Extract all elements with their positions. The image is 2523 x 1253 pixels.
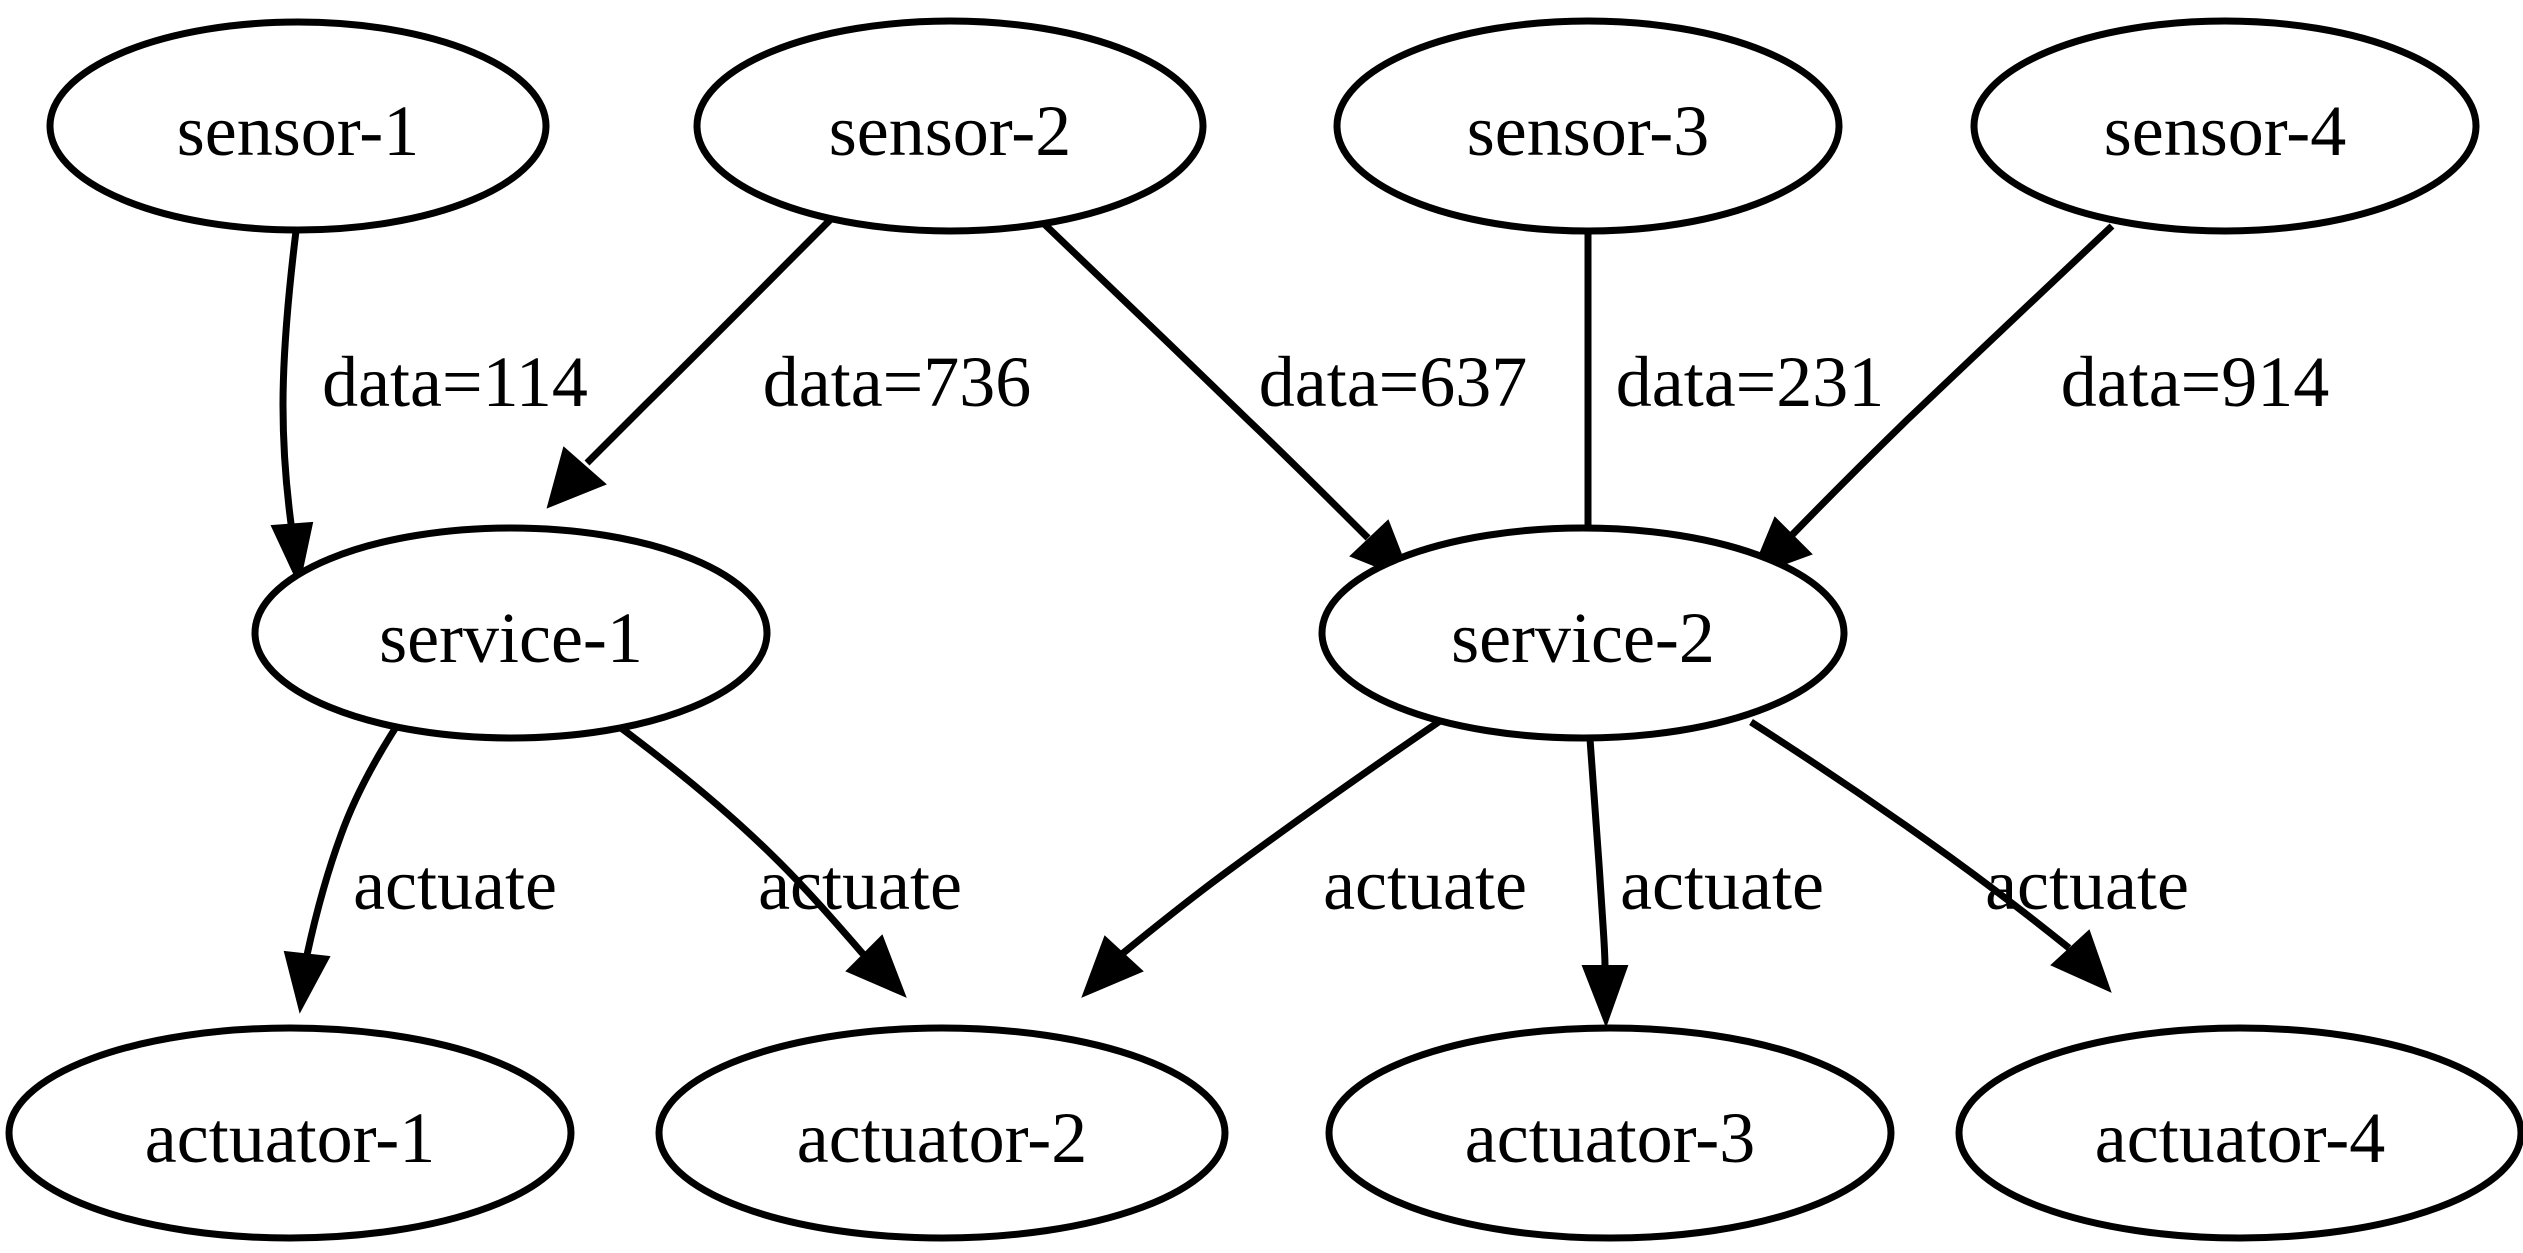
edge-sensor-3-to-service-2[interactable]: data=231 xyxy=(1564,232,1885,597)
edge-label: data=114 xyxy=(322,342,588,422)
edge-service-2-to-actuator-3[interactable]: actuate xyxy=(1581,738,1824,1028)
arrowhead-icon xyxy=(283,950,331,1014)
edge-label: actuate xyxy=(758,845,962,925)
node-service-2[interactable]: service-2 xyxy=(1318,524,1848,742)
node-actuator-2[interactable]: actuator-2 xyxy=(655,1024,1229,1242)
node-label: sensor-4 xyxy=(2104,91,2347,171)
edge-line xyxy=(279,230,300,532)
edge-service-1-to-actuator-2[interactable]: actuate xyxy=(610,719,962,998)
node-shape xyxy=(46,18,550,234)
node-sensor-3[interactable]: sensor-3 xyxy=(1333,17,1843,235)
node-label: actuator-4 xyxy=(2095,1098,2385,1178)
node-service-1[interactable]: service-1 xyxy=(251,524,771,742)
node-label: service-2 xyxy=(1451,598,1715,678)
edge-label: data=914 xyxy=(2061,342,2330,422)
edge-label: actuate xyxy=(1620,845,1824,925)
node-shape xyxy=(1325,1024,1895,1242)
edge-service-2-to-actuator-4[interactable]: actuate xyxy=(1749,719,2189,993)
node-label: sensor-1 xyxy=(177,91,420,171)
node-sensor-2[interactable]: sensor-2 xyxy=(693,17,1207,235)
node-actuator-3[interactable]: actuator-3 xyxy=(1325,1024,1895,1242)
node-label: actuator-2 xyxy=(797,1098,1087,1178)
arrowhead-icon xyxy=(1081,935,1144,998)
edge-line xyxy=(303,722,401,956)
sensor-nodes-layer: sensor-1 sensor-2 sensor-3 sensor-4 xyxy=(46,17,2480,235)
edges-layer: data=114 data=736 data=637 data=231 xyxy=(270,211,2330,1028)
edge-label: actuate xyxy=(1985,845,2189,925)
edge-sensor-2-to-service-1[interactable]: data=736 xyxy=(546,211,1032,509)
node-label: service-1 xyxy=(379,598,643,678)
node-shape xyxy=(693,17,1207,235)
edge-line xyxy=(1119,716,1445,957)
edge-line xyxy=(1036,216,1371,541)
node-shape xyxy=(1318,524,1848,742)
node-shape xyxy=(251,524,771,742)
edge-label: data=231 xyxy=(1616,342,1885,422)
edge-label: data=736 xyxy=(763,342,1032,422)
arrowhead-icon xyxy=(1581,965,1629,1028)
node-label: actuator-3 xyxy=(1465,1098,1755,1178)
edge-service-2-to-actuator-2[interactable]: actuate xyxy=(1081,716,1527,998)
node-label: actuator-1 xyxy=(145,1098,435,1178)
node-label: sensor-3 xyxy=(1467,91,1710,171)
edge-line xyxy=(1749,719,2072,951)
actuator-nodes-layer: actuator-1 actuator-2 actuator-3 actuato… xyxy=(5,1024,2523,1242)
edge-label: data=637 xyxy=(1259,342,1528,422)
node-sensor-1[interactable]: sensor-1 xyxy=(46,18,550,234)
edge-sensor-2-to-service-2[interactable]: data=637 xyxy=(1036,216,1528,582)
edge-label: actuate xyxy=(1323,845,1527,925)
node-label: sensor-2 xyxy=(829,91,1072,171)
arrowhead-icon xyxy=(2050,929,2112,993)
arrowhead-icon xyxy=(845,934,907,998)
edge-line xyxy=(1586,738,1609,968)
node-sensor-4[interactable]: sensor-4 xyxy=(1970,17,2480,235)
edge-label: actuate xyxy=(353,845,557,925)
node-shape xyxy=(655,1024,1229,1242)
service-nodes-layer: service-1 service-2 xyxy=(251,524,1848,742)
edge-line xyxy=(1789,223,2115,538)
node-shape xyxy=(1955,1024,2523,1242)
node-actuator-1[interactable]: actuator-1 xyxy=(5,1024,575,1242)
node-shape xyxy=(1970,17,2480,235)
node-actuator-4[interactable]: actuator-4 xyxy=(1955,1024,2523,1242)
edge-line xyxy=(610,719,866,957)
node-shape xyxy=(1333,17,1843,235)
node-shape xyxy=(5,1024,575,1242)
edge-service-1-to-actuator-1[interactable]: actuate xyxy=(283,722,557,1014)
arrowhead-icon xyxy=(546,446,607,509)
edge-sensor-4-to-service-2[interactable]: data=914 xyxy=(1749,223,2330,578)
edge-line xyxy=(584,211,839,466)
